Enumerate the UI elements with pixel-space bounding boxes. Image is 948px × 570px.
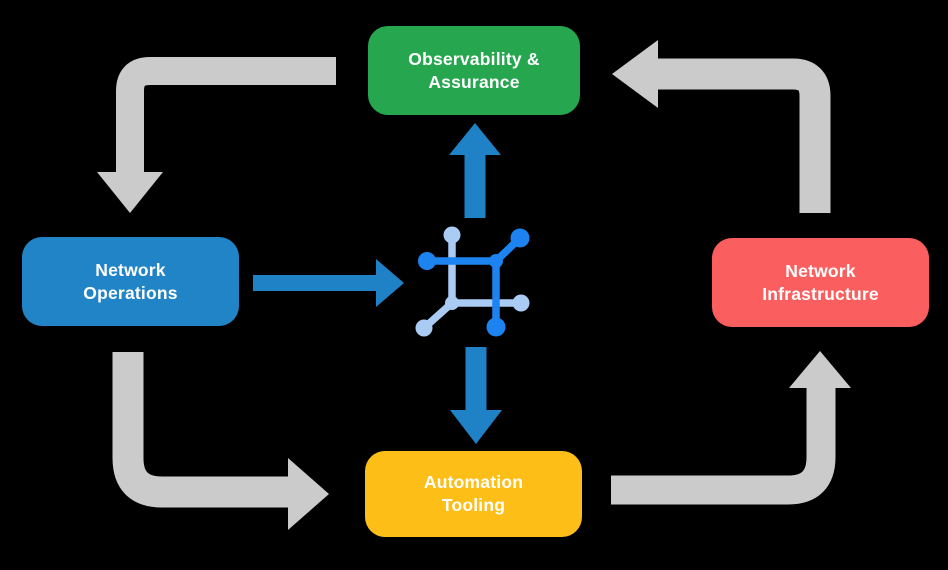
blue-arrow-icon-to-observability [449, 123, 501, 218]
arrow-head-down-icon [97, 172, 163, 213]
blue-arrow-icon-to-automation [450, 347, 502, 444]
icon-node-dark-top-right [510, 228, 530, 248]
network-nodes-icon [415, 226, 530, 337]
arrow-head-right-icon [288, 458, 329, 530]
node-label-network-operations: Network Operations [83, 259, 178, 303]
node-label-observability-assurance: Observability & Assurance [408, 48, 540, 92]
arrow-head-right-icon [376, 259, 404, 307]
icon-node-light-top [443, 226, 461, 244]
arrow-head-left-icon [612, 40, 658, 108]
icon-node-light-bottom-left [415, 319, 433, 337]
arrow-shaft [611, 386, 836, 505]
arrow-shaft [112, 352, 290, 508]
arrow-head-down-icon [450, 410, 502, 444]
gray-arrow-automation-to-infrastructure [611, 351, 851, 505]
icon-node-dark-left [418, 252, 436, 270]
gray-arrow-observability-to-operations [97, 57, 336, 213]
icon-node-light-right [512, 294, 530, 312]
blue-arrow-operations-to-icon [253, 259, 404, 307]
node-automation-tooling: Automation Tooling [365, 451, 582, 537]
icon-node-light-corner [445, 296, 459, 310]
icon-node-dark-bottom [486, 317, 506, 337]
node-observability-assurance: Observability & Assurance [368, 26, 580, 115]
gray-arrow-operations-to-automation [112, 352, 329, 530]
icon-dark-layer [418, 228, 530, 337]
node-network-operations: Network Operations [22, 237, 239, 326]
arrow-head-up-icon [449, 123, 501, 155]
icon-node-dark-corner [489, 254, 503, 268]
arrow-shaft [657, 58, 831, 213]
node-network-infrastructure: Network Infrastructure [712, 238, 929, 327]
gray-arrow-infrastructure-to-observability [612, 40, 831, 213]
node-label-automation-tooling: Automation Tooling [423, 472, 524, 515]
arrow-head-up-icon [789, 351, 851, 388]
arrow-shaft [116, 57, 336, 174]
node-label-network-infrastructure: Network Infrastructure [762, 260, 879, 304]
